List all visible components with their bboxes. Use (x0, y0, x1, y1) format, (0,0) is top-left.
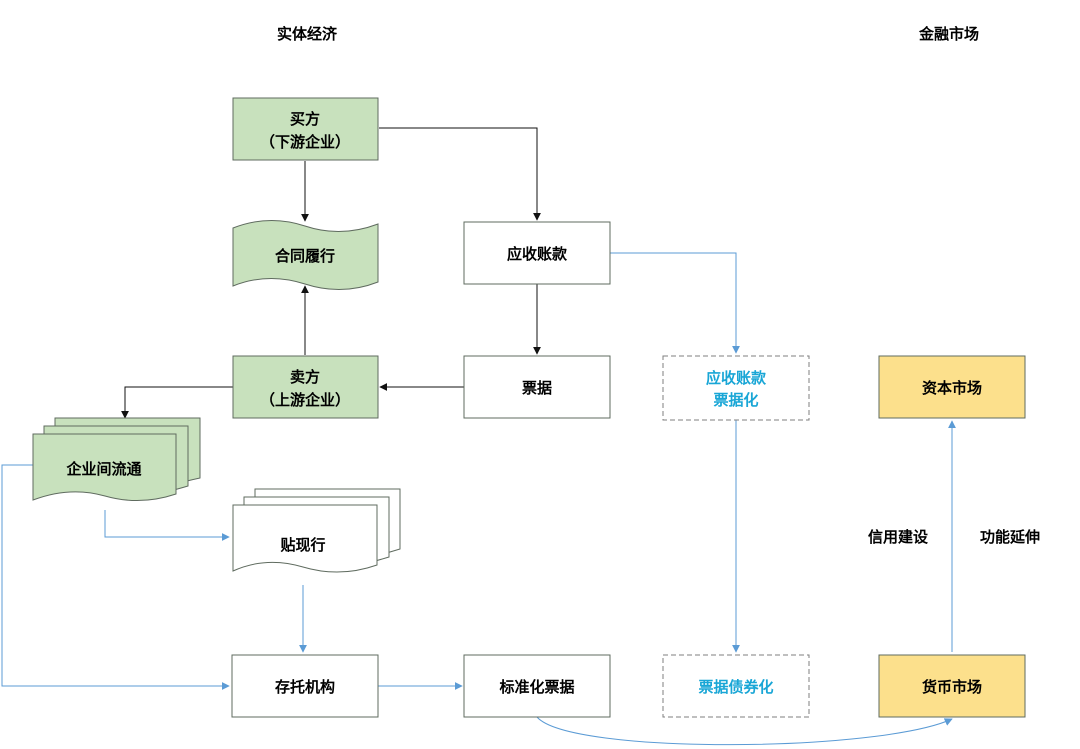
standard-bill-label: 标准化票据 (498, 678, 574, 696)
edge-standard-money (536, 716, 953, 746)
node-receivables: 应收账款 (463, 221, 611, 285)
seller-line2: （上游企业） (260, 391, 350, 409)
node-capital-market: 资本市场 (878, 355, 1026, 419)
capital-market-label: 资本市场 (922, 379, 982, 397)
node-standard-bill: 标准化票据 (463, 654, 611, 718)
node-bill: 票据 (463, 355, 611, 419)
node-bill-bond: 票据债券化 (662, 654, 810, 718)
header-real-economy: 实体经济 (277, 25, 338, 43)
contract-label: 合同履行 (274, 247, 335, 265)
receivables-label: 应收账款 (507, 245, 568, 263)
node-contract: 合同履行 (232, 219, 379, 291)
custody-label: 存托机构 (275, 678, 335, 696)
blue-connectors (1, 252, 956, 746)
bill-label: 票据 (522, 379, 552, 397)
edge-circulation-custody (1, 464, 230, 690)
credit-label: 信用建设 (868, 528, 928, 546)
money-market-label: 货币市场 (922, 678, 982, 696)
buyer-line2: （下游企业） (260, 133, 350, 151)
edge-seller-circulation (121, 386, 233, 419)
node-receivables-to-bill: 应收账款 票据化 (662, 355, 810, 421)
function-label: 功能延伸 (980, 528, 1040, 546)
node-custody: 存托机构 (231, 654, 379, 718)
bill-bond-label: 票据债券化 (698, 678, 773, 696)
node-money-market: 货币市场 (878, 654, 1026, 718)
tobill-line1: 应收账款 (706, 369, 767, 387)
buyer-line1: 买方 (290, 110, 320, 128)
node-buyer: 买方 （下游企业） (232, 97, 379, 161)
node-seller: 卖方 （上游企业） (232, 355, 379, 419)
node-circulation: 企业间流通 (32, 417, 201, 502)
black-connectors (121, 127, 541, 419)
discount-bank-label: 贴现行 (280, 536, 325, 554)
edge-receivables-tobill (610, 252, 740, 354)
edge-circulation-discount (104, 510, 230, 541)
node-discount-bank: 贴现行 (232, 488, 401, 573)
seller-line1: 卖方 (290, 368, 320, 386)
edge-buyer-receivables (379, 127, 541, 221)
header-financial-market: 金融市场 (918, 25, 979, 43)
tobill-line2: 票据化 (713, 391, 758, 409)
circulation-label: 企业间流通 (65, 460, 141, 478)
